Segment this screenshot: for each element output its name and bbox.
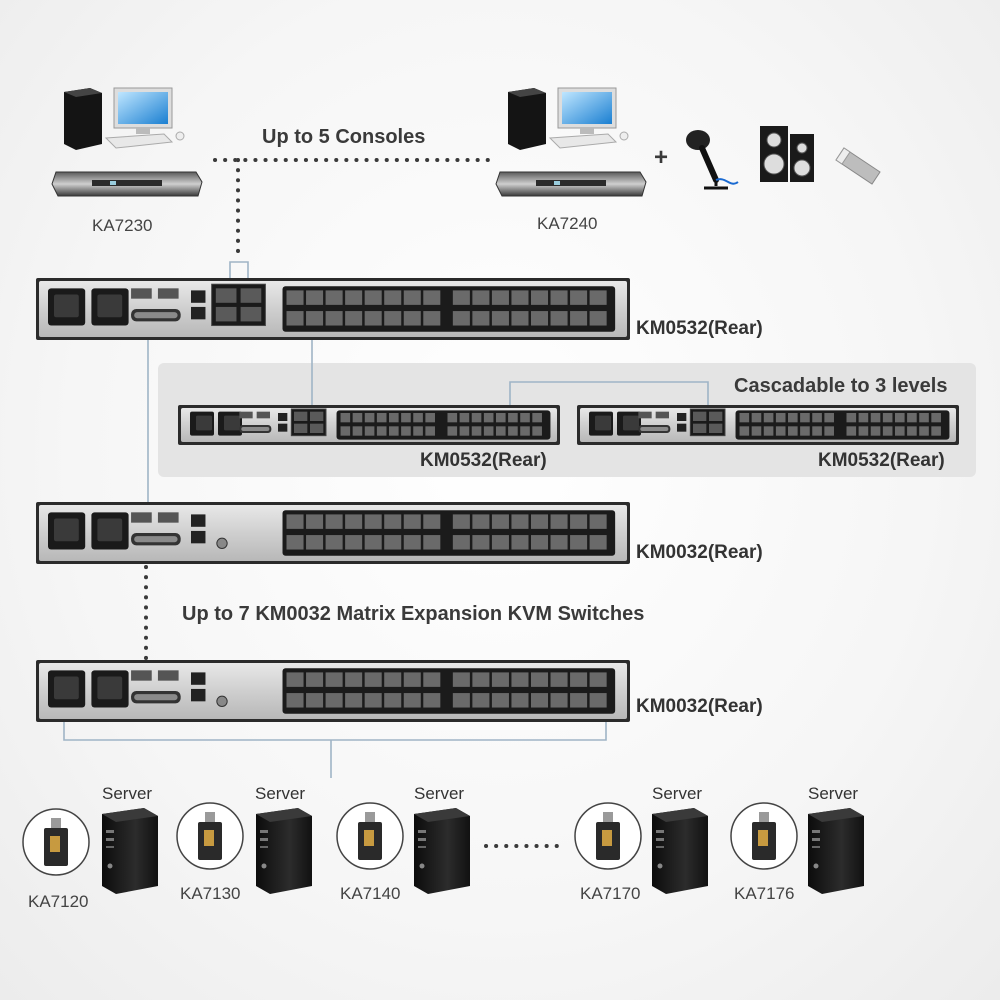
server-caption: Server — [652, 784, 703, 803]
console-model-right: KA7240 — [537, 214, 598, 233]
cascade-note: Cascadable to 3 levels — [734, 375, 948, 397]
km0032-rack-first — [36, 502, 630, 564]
main-switch-label: KM0532(Rear) — [636, 318, 763, 339]
km0532-main-rack — [36, 278, 630, 340]
speakers-icon — [760, 126, 814, 182]
server-caption: Server — [102, 784, 153, 803]
matrix-second-label: KM0032(Rear) — [636, 696, 763, 717]
microphone-icon — [686, 130, 739, 190]
adapter-model: KA7170 — [580, 884, 641, 903]
console-station-icon — [51, 171, 203, 197]
adapter-dongle-icon — [574, 802, 642, 870]
adapter-dongle-icon — [176, 802, 244, 870]
adapter-dongle-icon — [730, 802, 798, 870]
km0532-cascade-rack-left — [178, 405, 560, 445]
adapter-model: KA7140 — [340, 884, 401, 903]
cascade-right-label: KM0532(Rear) — [818, 450, 945, 471]
server-tower-icon — [256, 808, 312, 894]
console-station-icon — [495, 171, 647, 197]
computer-icon — [63, 87, 185, 151]
server-caption: Server — [414, 784, 465, 803]
cascade-left-label: KM0532(Rear) — [420, 450, 547, 471]
adapter-model: KA7176 — [734, 884, 795, 903]
computer-icon — [507, 87, 629, 151]
server-tower-icon — [808, 808, 864, 894]
server-caption: Server — [255, 784, 306, 803]
km0032-rack-second — [36, 660, 630, 722]
adapter-dongle-icon — [22, 808, 90, 876]
console-model-left: KA7230 — [92, 216, 153, 235]
matrix-first-label: KM0032(Rear) — [636, 542, 763, 563]
consoles-note: Up to 5 Consoles — [262, 126, 426, 148]
adapter-model: KA7120 — [28, 892, 89, 911]
server-tower-icon — [652, 808, 708, 894]
server-tower-icon — [414, 808, 470, 894]
adapter-model: KA7130 — [180, 884, 241, 903]
usb-drive-icon — [835, 147, 881, 185]
plus-sign: + — [654, 144, 669, 171]
matrix-note: Up to 7 KM0032 Matrix Expansion KVM Swit… — [182, 603, 645, 625]
server-tower-icon — [102, 808, 158, 894]
adapter-dongle-icon — [336, 802, 404, 870]
km0532-cascade-rack-right — [577, 405, 959, 445]
server-caption: Server — [808, 784, 859, 803]
